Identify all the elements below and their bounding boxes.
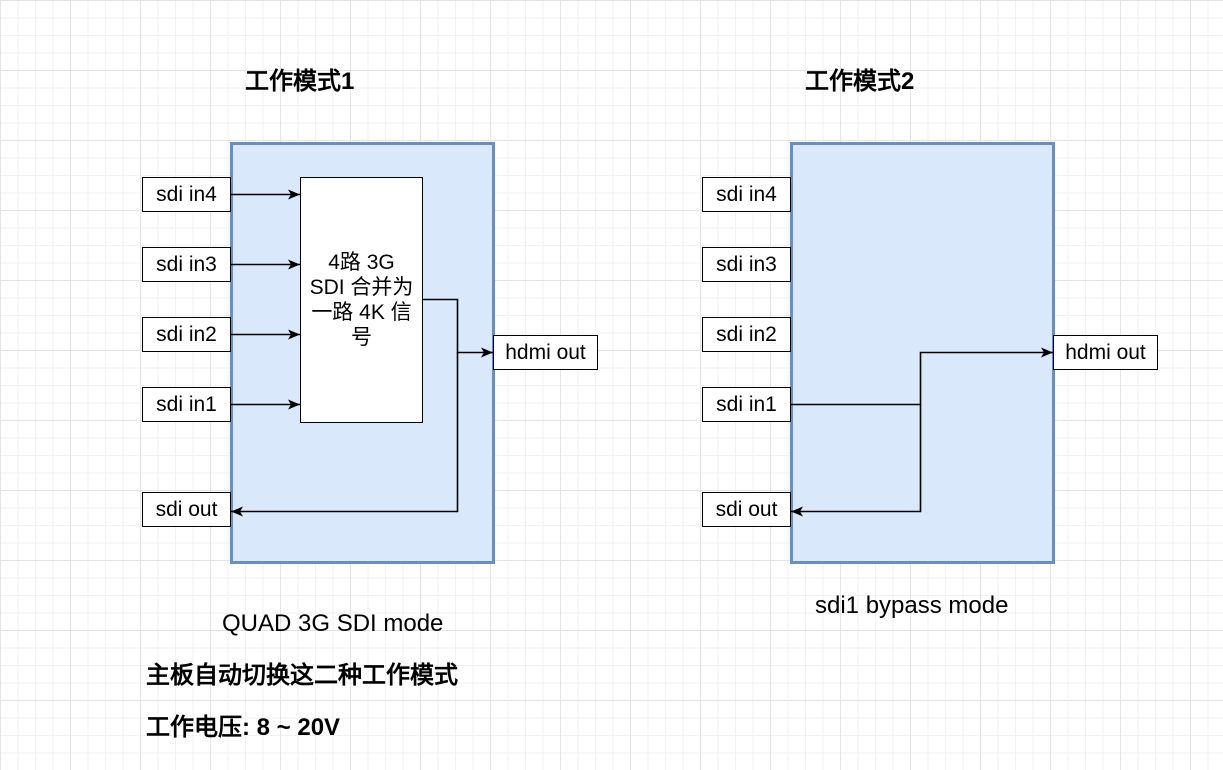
processor-label-line: 号 (351, 326, 372, 349)
mode1-title: 工作模式1 (245, 68, 355, 95)
mode2-caption: sdi1 bypass mode (815, 592, 1009, 619)
mode2-board (790, 142, 1055, 564)
mode2-hdmi-out-port: hdmi out (1053, 335, 1158, 370)
mode1-hdmi-out-port: hdmi out (493, 335, 598, 370)
processor-label-line: SDI 合并为 (309, 276, 414, 299)
mode1-sdi-in3-port: sdi in3 (142, 247, 231, 282)
mode2-sdi-in3-port: sdi in3 (702, 247, 791, 282)
voltage-note: 工作电压: 8 ~ 20V (146, 714, 341, 741)
mode1-sdi-in4-port: sdi in4 (142, 177, 231, 212)
mode1-sdi-in1-port: sdi in1 (142, 387, 231, 422)
mode1-quad-merge-block: 4路 3G SDI 合并为 一路 4K 信 号 (300, 177, 423, 423)
mode1-sdi-in2-port: sdi in2 (142, 317, 231, 352)
mode1-sdi-out-port: sdi out (142, 492, 231, 527)
mode2-sdi-out-port: sdi out (702, 492, 791, 527)
mode1-caption: QUAD 3G SDI mode (222, 610, 444, 637)
mode2-sdi-in4-port: sdi in4 (702, 177, 791, 212)
mode2-title: 工作模式2 (805, 68, 915, 95)
mode2-sdi-in1-port: sdi in1 (702, 387, 791, 422)
auto-switch-note: 主板自动切换这二种工作模式 (146, 662, 458, 689)
processor-label-line: 一路 4K 信 (311, 301, 412, 324)
mode2-sdi-in2-port: sdi in2 (702, 317, 791, 352)
processor-label-line: 4路 3G (328, 251, 395, 274)
